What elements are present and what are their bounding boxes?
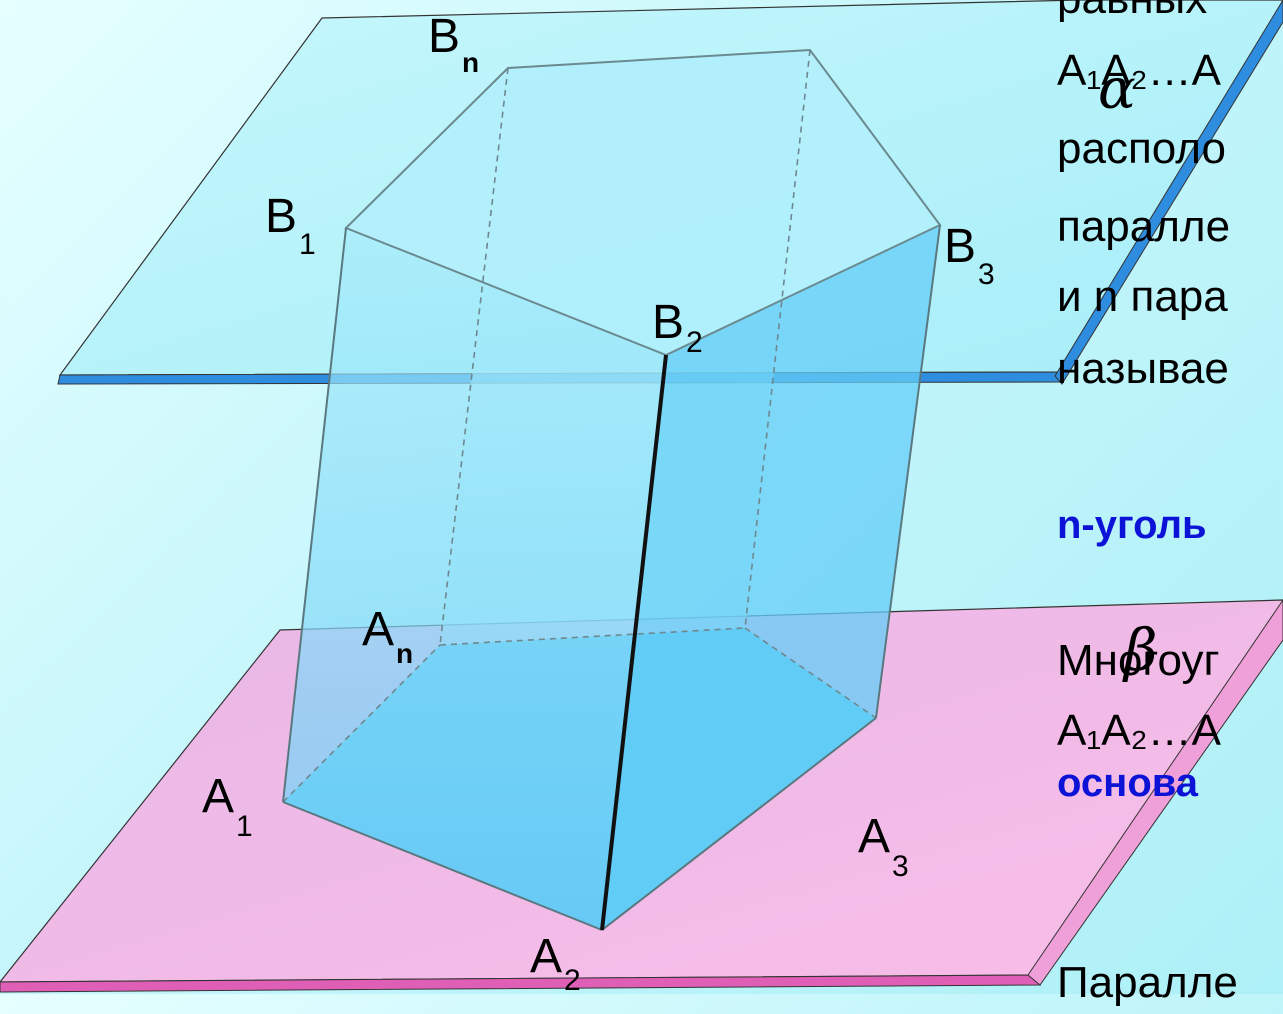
bottom-line: Паралле — [1057, 958, 1238, 1007]
term-prism: n-уголь — [1057, 503, 1207, 547]
lateral-edge-a2b2 — [600, 354, 668, 931]
prism-face-a2a3 — [602, 225, 940, 930]
definition-line-3: располо — [1057, 124, 1226, 173]
definition-line-1: равных — [1057, 0, 1207, 30]
alpha-label: α — [1098, 57, 1136, 122]
term-base: основа — [1057, 761, 1199, 805]
vertex-label-a2: A2 — [530, 930, 581, 994]
definition-line-6: называе — [1057, 344, 1229, 393]
base-line-1: Многоуг — [1057, 636, 1220, 685]
vertex-labels: Bn B1 B3 B2 An A1 A3 A2 — [202, 10, 995, 994]
definition-line-4: паралле — [1057, 202, 1231, 251]
prism-top-base — [344, 48, 942, 357]
base-line-2: A₁A₂…A — [1057, 706, 1221, 755]
upper-plane-side-strip — [1054, 0, 1283, 385]
vertex-label-bn: Bn — [428, 10, 479, 78]
beta-label: β — [1122, 616, 1158, 684]
prism-face-a1a2 — [283, 228, 666, 930]
definition-line-2: A₁A₂…A — [1057, 46, 1221, 95]
visible-edges — [282, 224, 941, 931]
lower-plane-side-strip — [1027, 599, 1283, 986]
vertex-label-a1: A1 — [202, 770, 253, 843]
vertex-label-a3: A3 — [858, 810, 909, 883]
vertex-label-an: An — [362, 603, 413, 669]
vertex-label-b2: B2 — [652, 296, 703, 359]
hidden-edges — [282, 49, 877, 803]
vertex-label-b1: B1 — [265, 190, 316, 261]
vertex-label-b3: B3 — [944, 220, 995, 291]
definition-line-5: и n пара — [1057, 272, 1228, 321]
